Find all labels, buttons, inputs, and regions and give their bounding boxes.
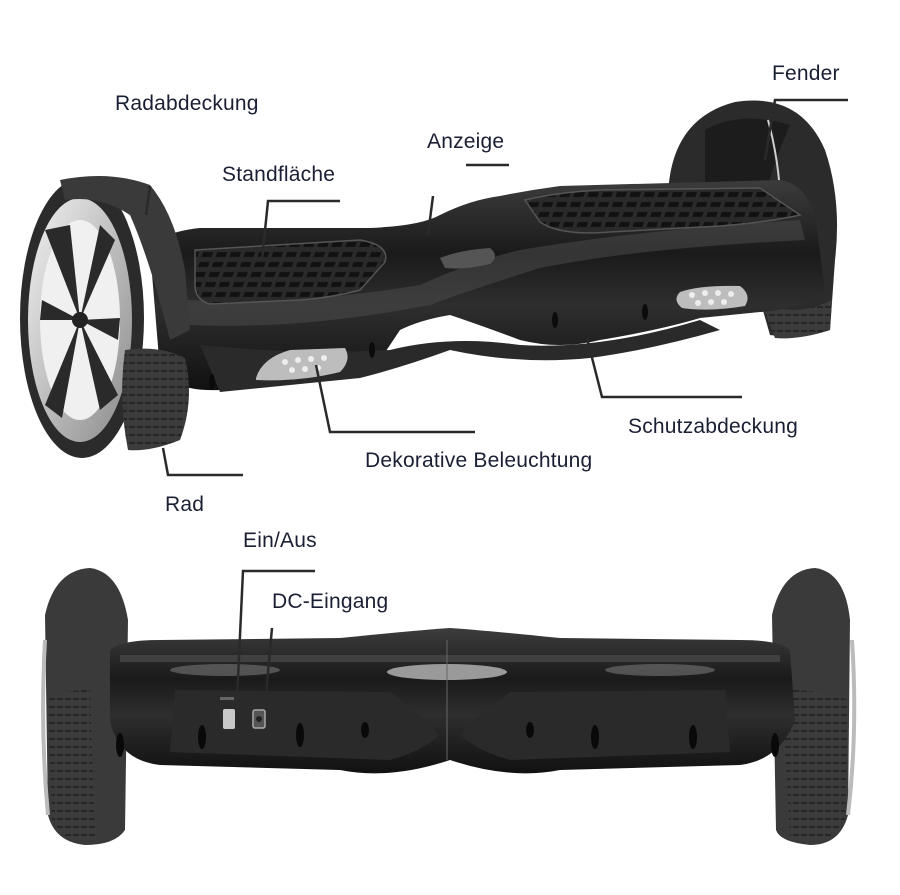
label-schutzabdeckung: Schutzabdeckung bbox=[628, 415, 798, 438]
leader-lines bbox=[144, 98, 848, 706]
label-dekorative-beleuchtung: Dekorative Beleuchtung bbox=[365, 449, 593, 472]
right-foot-pad bbox=[523, 187, 802, 234]
left-foot-pad bbox=[194, 239, 387, 305]
center-display bbox=[440, 248, 495, 269]
label-standflaeche: Standfläche bbox=[222, 163, 336, 186]
label-anzeige: Anzeige bbox=[427, 130, 505, 153]
label-rad: Rad bbox=[165, 493, 205, 516]
label-fender: Fender bbox=[772, 62, 840, 85]
left-wheel-cover bbox=[60, 176, 190, 340]
left-wheel bbox=[20, 176, 190, 458]
perspective-view bbox=[20, 100, 838, 458]
power-switch bbox=[223, 709, 235, 729]
rear-view bbox=[41, 568, 857, 845]
label-ein-aus: Ein/Aus bbox=[243, 529, 317, 552]
label-radabdeckung: Radabdeckung bbox=[115, 92, 259, 115]
label-dc-eingang: DC-Eingang bbox=[272, 590, 389, 613]
